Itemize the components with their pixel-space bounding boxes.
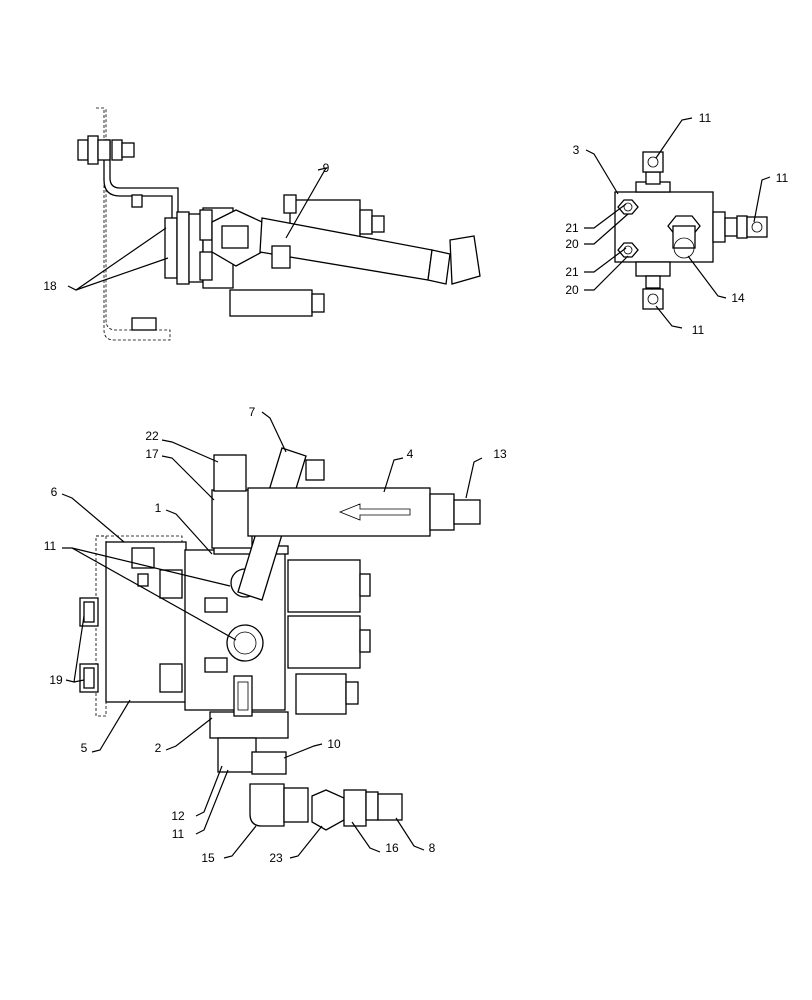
callout-18: 18 [43,279,57,293]
callout-20-upper: 20 [565,237,579,251]
manifold-block-view [614,151,768,310]
front-view-assembly [79,447,481,831]
callout-9: 9 [323,161,330,175]
callout-10: 10 [327,737,341,751]
leader-lines [61,117,771,859]
callout-11-bottom-main: 11 [172,827,185,841]
callout-5: 5 [81,741,88,755]
callout-11-top: 11 [699,111,712,125]
callout-4: 4 [407,447,414,461]
callout-11-bottom: 11 [692,323,705,337]
callout-23: 23 [269,851,283,865]
callout-21-lower: 21 [565,265,579,279]
side-view-assembly [77,107,481,341]
callout-6: 6 [51,485,58,499]
callout-2: 2 [155,741,162,755]
callout-19: 19 [49,673,63,687]
callout-3: 3 [573,143,580,157]
callout-17: 17 [145,447,159,461]
callout-13: 13 [493,447,507,461]
callout-20-lower: 20 [565,283,579,297]
callout-7: 7 [249,405,256,419]
callout-14: 14 [731,291,745,305]
callout-15: 15 [201,851,215,865]
callout-12: 12 [171,809,185,823]
callout-21-upper: 21 [565,221,579,235]
callout-22: 22 [145,429,159,443]
callout-11-main: 11 [44,539,57,553]
callout-1: 1 [155,501,162,515]
callout-11-right: 11 [776,171,789,185]
callout-labels: 9 18 11 3 11 21 20 21 20 14 11 7 22 17 4… [43,111,788,865]
callout-8: 8 [429,841,436,855]
callout-16: 16 [385,841,399,855]
